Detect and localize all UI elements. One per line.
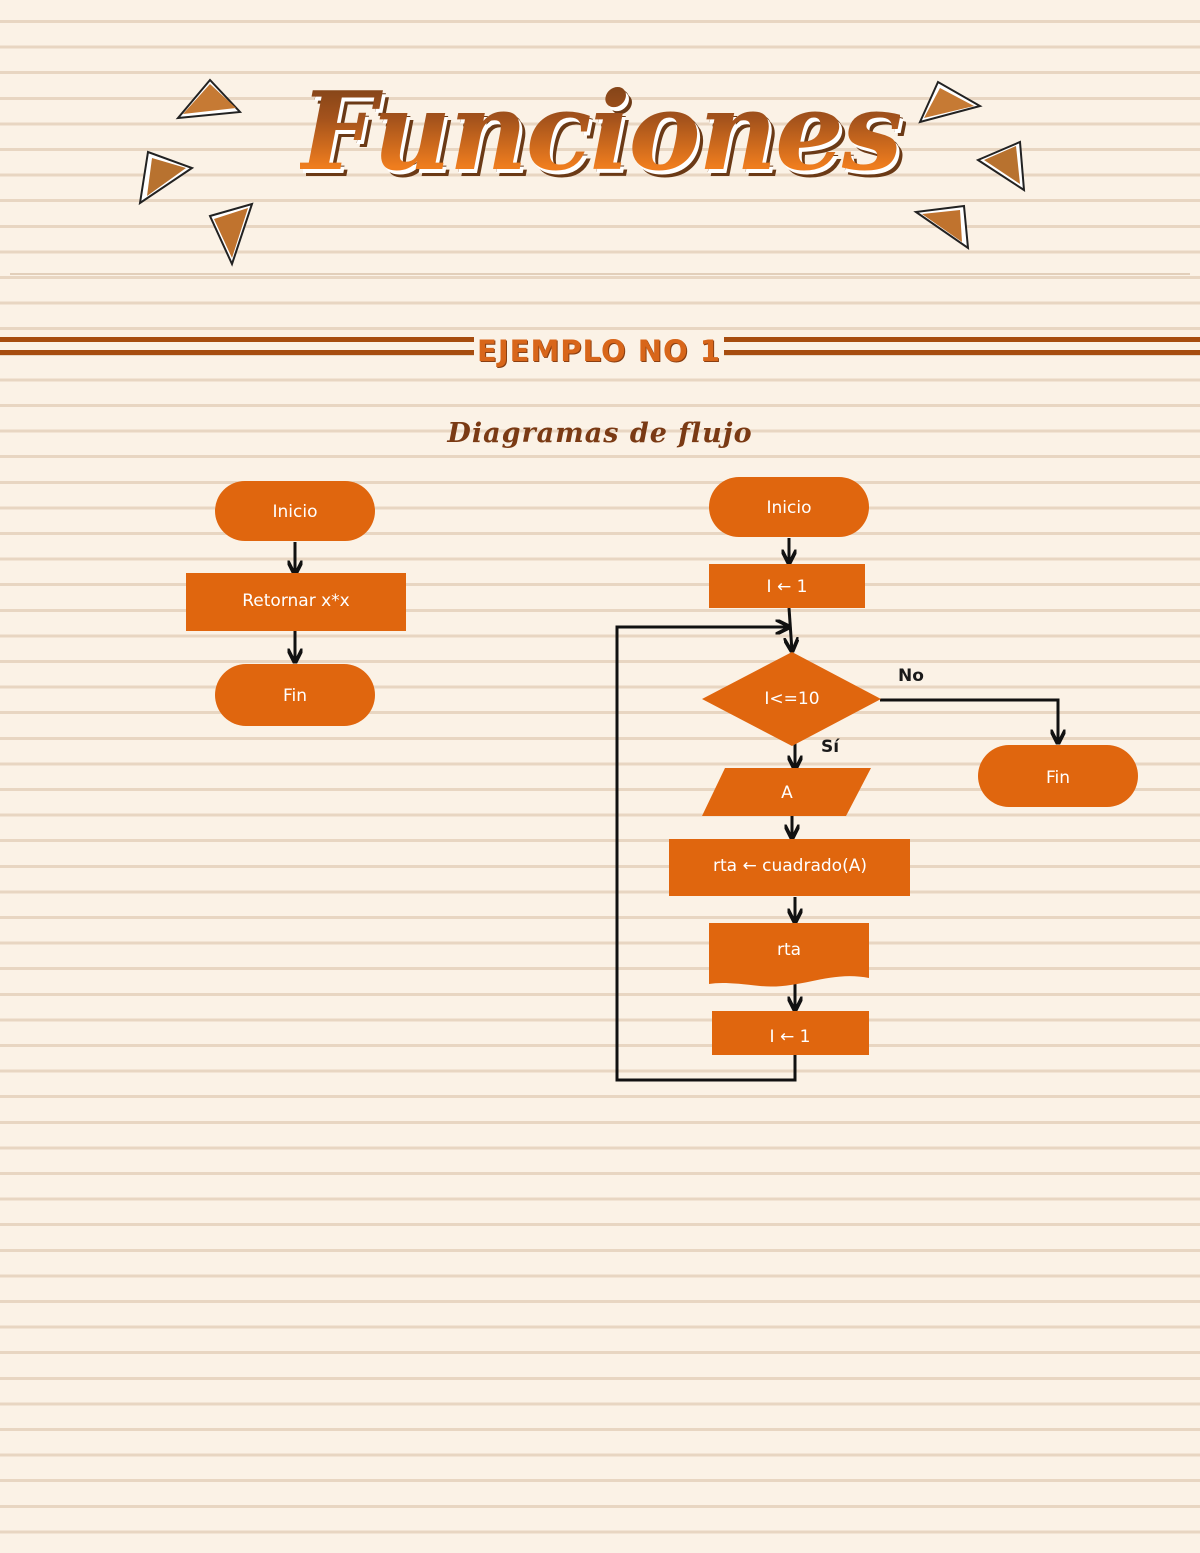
node-label: I ← 1 <box>767 577 808 597</box>
node-label: Fin <box>283 686 307 706</box>
node-label: Fin <box>1046 768 1070 788</box>
node-label: I<=10 <box>764 689 819 709</box>
flowchart-right: Inicio I ← 1 I<=10 A rta ← cuadrado(A) r… <box>615 477 1138 1082</box>
diagram-subtitle: Diagramas de flujo <box>447 418 753 449</box>
node-label: I ← 1 <box>770 1027 811 1047</box>
node-label: Retornar x*x <box>242 591 349 611</box>
loop-edge <box>615 627 797 1082</box>
document-node <box>709 923 869 987</box>
terminator-node <box>978 745 1138 807</box>
page-title: Funciones <box>300 62 903 202</box>
divider <box>10 273 1190 275</box>
edge-label-no: No <box>898 666 924 686</box>
section-heading: EJEMPLO NO 1 <box>474 330 724 372</box>
process-node <box>709 564 865 608</box>
process-node <box>669 839 910 896</box>
edge-arrow <box>789 607 792 651</box>
decision-node <box>702 652 881 746</box>
edge-arrow <box>880 698 1058 743</box>
process-node <box>186 573 406 631</box>
terminator-node <box>215 664 375 726</box>
node-label: Inicio <box>767 498 812 518</box>
process-node <box>712 1011 869 1055</box>
flowchart-left: Inicio Retornar x*x Fin <box>186 481 406 726</box>
data-node <box>702 768 871 816</box>
edge-label-si: Sí <box>821 737 840 757</box>
node-label: rta <box>777 940 801 960</box>
node-label: Inicio <box>273 502 318 522</box>
terminator-node <box>215 481 375 541</box>
terminator-node <box>709 477 869 537</box>
node-label: A <box>781 783 793 803</box>
node-label: rta ← cuadrado(A) <box>713 856 867 876</box>
